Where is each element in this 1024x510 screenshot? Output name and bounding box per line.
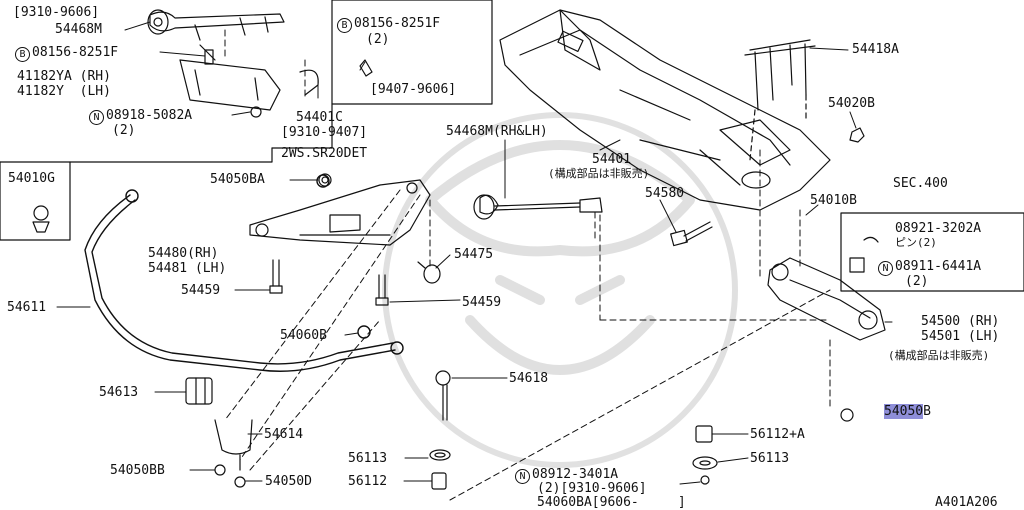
label-not-sold-2: (構成部品は非販売) [888,349,990,362]
leader-lines [56,21,893,485]
label-sec400[interactable]: SEC.400 [893,176,948,191]
label-54480[interactable]: 54480(RH) [148,246,219,261]
highlighted-part-number: 54050 [884,404,924,419]
lateral-link [249,173,603,246]
label-54459-mid[interactable]: 54459 [462,295,502,310]
nut-symbol-icon: N [89,110,104,125]
bushing-bracket [185,377,253,488]
stabilizer-bar [84,174,404,372]
label-56113-right[interactable]: 56113 [750,451,790,466]
label-54050B-suffix: B [923,404,931,419]
label-54618[interactable]: 54618 [509,371,549,386]
label-41182Y[interactable]: 41182Y (LH) [17,84,111,99]
label-54459-left[interactable]: 54459 [181,283,221,298]
label-54060BA[interactable]: 54060BA[9606- ] [537,495,686,510]
figure-id: A401A206 [935,495,998,510]
label-08911-qty: (2) [905,274,929,289]
label-08921-note: ピン(2) [895,236,937,249]
label-54010B[interactable]: 54010B [810,193,857,208]
bolt-symbol-icon: B [337,18,352,33]
label-41182YA[interactable]: 41182YA (RH) [17,69,111,84]
label-54020B[interactable]: 54020B [828,96,875,111]
crossmember [499,9,831,211]
label-08918-qty: (2) [112,123,136,138]
label-54418A[interactable]: 54418A [852,42,899,57]
lower-arm [767,236,886,422]
label-engine-note: 2WS.SR20DET [281,146,368,161]
dashed-guides [224,29,831,501]
label-54401[interactable]: 54401 [592,152,632,167]
bolts-middle [269,259,441,306]
label-08911-text: 08911-6441A [895,259,982,274]
label-08921[interactable]: 08921-3202A [895,221,982,236]
label-54468M-top[interactable]: 54468M [55,22,102,37]
bolt-symbol-icon: B [15,47,30,62]
label-54611[interactable]: 54611 [7,300,47,315]
label-54050B-highlighted[interactable]: 54050B [884,404,931,419]
washers [32,176,329,233]
label-08156-right-qty: (2) [366,32,390,47]
label-54010G[interactable]: 54010G [8,171,55,186]
label-08918-text: 08918-5082A [106,108,193,123]
label-08912-text: 08912-3401A [532,467,619,482]
nut-symbol-icon: N [515,469,530,484]
label-range-9407-9606: [9407-9606] [370,82,457,97]
label-54401C[interactable]: 54401C [296,110,343,125]
label-54050BA-top[interactable]: 54050BA [210,172,265,187]
label-08912-range: (2)[9310-9606] [537,481,647,496]
label-54500[interactable]: 54500 (RH) [921,314,1000,329]
bolt-54580 [670,221,713,247]
label-08156-left-text: 08156-8251F [32,45,119,60]
label-08156-right-text: 08156-8251F [354,16,441,31]
label-56112[interactable]: 56112 [348,474,388,489]
label-54468M-mid[interactable]: 54468M(RH&LH) [446,124,548,139]
frame-lines [0,0,1024,292]
watermark-emblem [382,112,738,468]
label-54481[interactable]: 54481 (LH) [148,261,227,276]
label-range-9310-9606: [9310-9606] [13,5,100,20]
label-54613[interactable]: 54613 [99,385,139,400]
label-54580[interactable]: 54580 [645,186,685,201]
label-54614[interactable]: 54614 [264,427,304,442]
nut-symbol-icon: N [878,261,893,276]
label-range-9310-9407: [9310-9407] [281,125,368,140]
label-56112A[interactable]: 56112+A [750,427,805,442]
label-56113-mid[interactable]: 56113 [348,451,388,466]
stabilizer-link [429,370,710,490]
label-54501[interactable]: 54501 (LH) [921,329,1000,344]
label-54050D[interactable]: 54050D [265,474,312,489]
mounts [692,425,718,470]
label-54475[interactable]: 54475 [454,247,494,262]
label-54050BB[interactable]: 54050BB [110,463,165,478]
label-not-sold-1: (構成部品は非販売) [548,167,650,180]
studs [744,39,865,161]
label-54060B[interactable]: 54060B [280,328,327,343]
